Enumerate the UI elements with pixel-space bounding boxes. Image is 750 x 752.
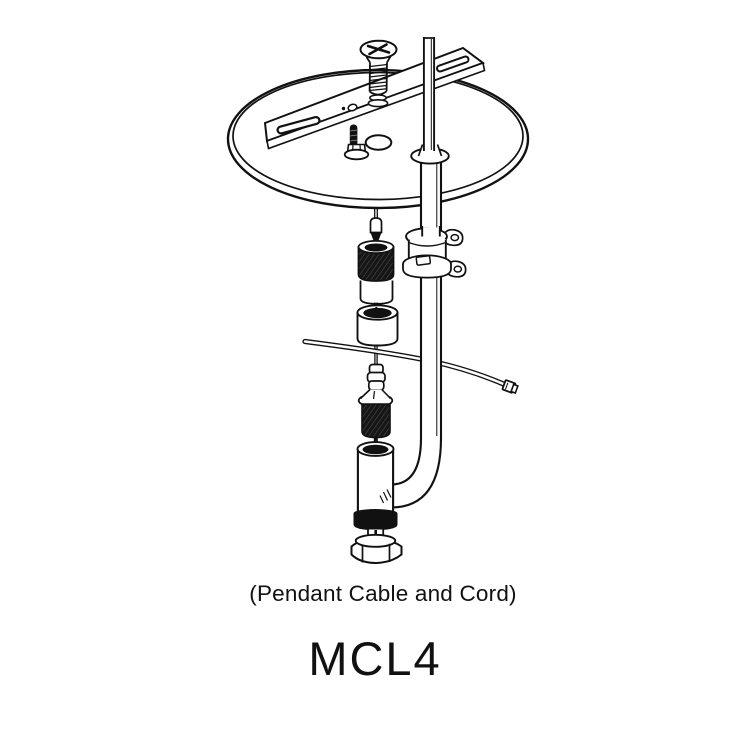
pan-head-screw xyxy=(343,124,370,161)
hang-straight-rod xyxy=(422,37,436,152)
washer xyxy=(354,533,397,548)
funnel-gripper xyxy=(357,388,394,447)
tube-weld-hatch xyxy=(379,489,392,504)
coupler-cylinder xyxy=(359,280,394,305)
cord-connector-body xyxy=(350,441,403,565)
pilot-dot xyxy=(341,106,346,111)
thread-coil xyxy=(367,94,389,108)
canopy-hole xyxy=(364,134,393,151)
steel-cable xyxy=(302,338,519,395)
crossbar-slot-left xyxy=(276,116,321,135)
knurled-cable-gripper xyxy=(357,239,395,282)
phillips-cross-icon xyxy=(366,43,391,56)
clamp-ear-top xyxy=(443,228,464,247)
upper-gripper-assembly xyxy=(356,208,399,367)
flat-head-phillips-screw xyxy=(359,39,398,96)
cable-ferrule xyxy=(369,217,383,244)
pilot-hole xyxy=(347,103,358,112)
ferrule-stack xyxy=(366,363,386,391)
lock-band xyxy=(353,509,398,531)
crossbar-slot-right xyxy=(436,55,470,73)
figure-caption: (Pendant Cable and Cord) xyxy=(249,581,517,606)
model-number: MCL4 xyxy=(308,632,442,685)
tube-clamp-collar xyxy=(402,226,467,279)
cable-end-fitting xyxy=(501,379,519,395)
socket-cup xyxy=(356,304,399,347)
clamp-set-screw-plate xyxy=(415,255,432,266)
